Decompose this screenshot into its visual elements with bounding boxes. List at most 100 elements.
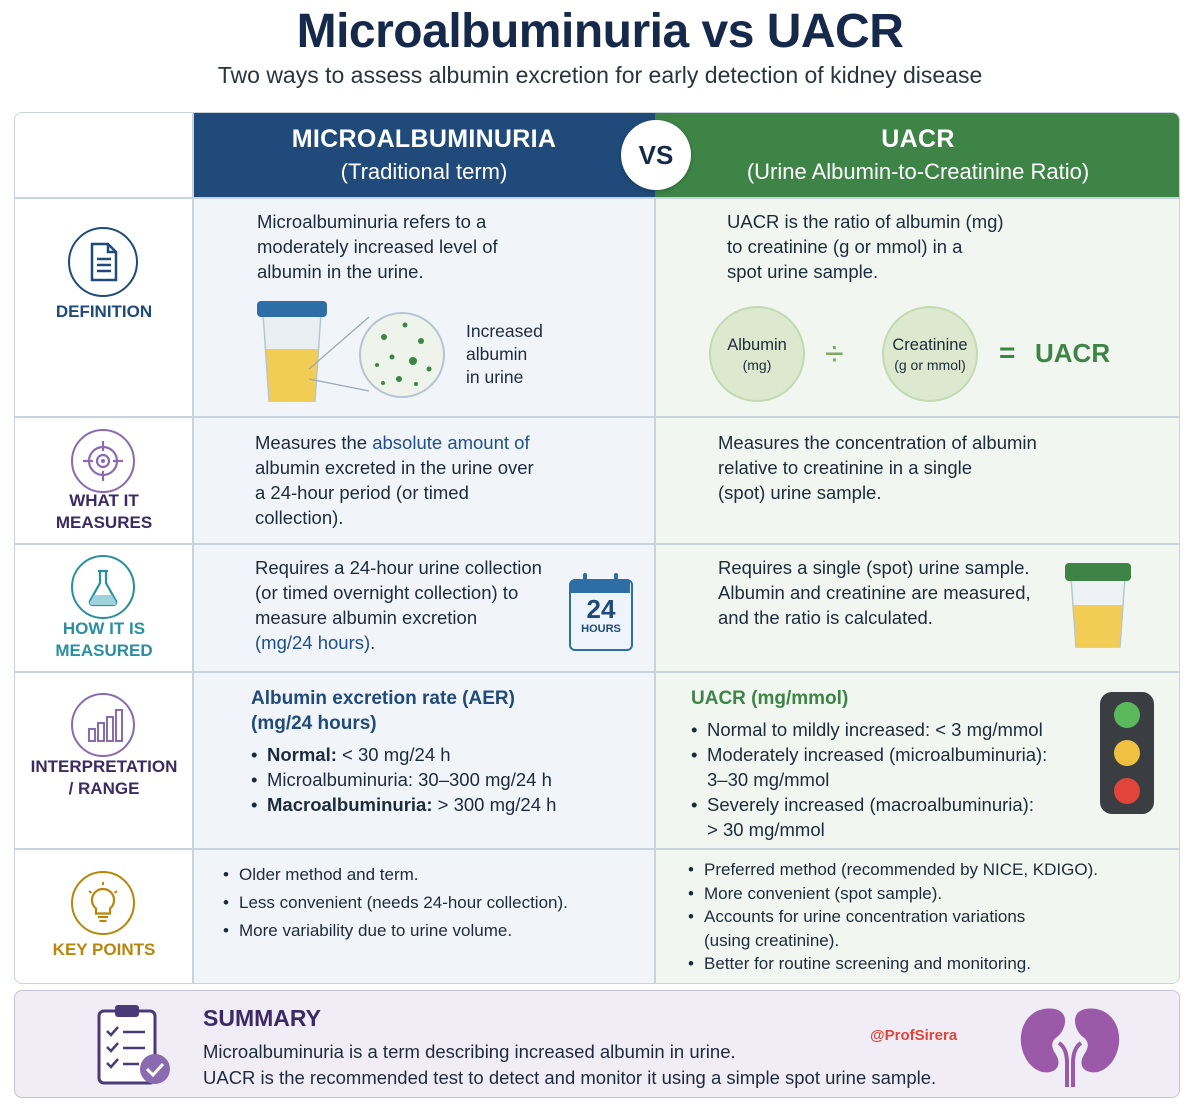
target-icon [71,429,135,493]
aer-heading-unit: (mg/24 hours) [251,713,377,734]
definition-line: albumin in the urine. [257,261,424,282]
row-divider [15,416,1179,418]
list-item-text: (using creatinine). [704,930,840,950]
traffic-light-icon [1100,692,1154,814]
uacr-range-heading: UACR (mg/mmol) [691,688,849,709]
list-item: Older method and term. [223,861,568,889]
list-item: Accounts for urine concentration variati… [688,905,1098,952]
row-label-what-it-measures: WHAT IT MEASURES [15,490,193,534]
summary-line: UACR is the recommended test to detect a… [203,1067,937,1088]
spot-urine-cup-icon [1065,563,1131,648]
urine-cup-magnifier-illustration [257,301,445,402]
bar-chart-icon [71,693,135,757]
definition-line: UACR is the ratio of albumin (mg) [727,211,1004,232]
list-item-text: 3–30 mg/mmol [707,769,830,790]
creatinine-unit: (g or mmol) [894,357,966,373]
how-line: Requires a single (spot) urine sample. [718,557,1030,578]
uacr-header-subtitle: (Urine Albumin-to-Creatinine Ratio) [746,159,1090,184]
divide-icon: ÷ [825,335,844,373]
how-line: and the ratio is calculated. [718,607,933,628]
label-column-divider [192,113,194,983]
comparison-table: MICROALBUMINURIA (Traditional term) UACR… [14,112,1180,984]
aer-range-list: Normal: < 30 mg/24 h Microalbuminuria: 3… [251,742,556,817]
list-item-text: Severely increased (macroalbuminuria): [707,794,1034,815]
creatinine-label: Creatinine [892,336,968,354]
how-line: (mg/24 hours). [255,630,542,655]
how-suffix: . [370,632,376,653]
row-label-line: MEASURED [55,641,153,660]
caption-line: albumin [466,344,528,364]
microalbuminuria-definition: Microalbuminuria refers to a moderately … [257,209,498,284]
calendar-text: HOURS [581,623,621,635]
caption-line: Increased [466,321,543,341]
summary-line: Microalbuminuria is a term describing in… [203,1041,736,1062]
increased-albumin-caption: Increased albumin in urine [466,320,543,389]
list-item: More convenient (spot sample). [688,882,1098,906]
list-item: Preferred method (recommended by NICE, K… [688,858,1098,882]
row-label-line: WHAT IT [69,491,139,510]
row-divider [15,197,1179,199]
list-item: Macroalbuminuria: > 300 mg/24 h [251,792,556,817]
uacr-key-points: Preferred method (recommended by NICE, K… [688,858,1098,976]
measures-line: Measures the absolute amount of [255,430,534,455]
caption-line: in urine [466,367,524,387]
creatinine-circle: Creatinine (g or mmol) [882,306,978,402]
microalbuminuria-header-title: MICROALBUMINURIA [291,125,557,153]
list-item: More variability due to urine volume. [223,917,568,945]
microalbuminuria-header-subtitle: (Traditional term) [340,159,508,184]
page-subtitle: Two ways to assess albumin excretion for… [217,62,983,88]
list-item: Less convenient (needs 24-hour collectio… [223,889,568,917]
checklist-icon [97,1005,170,1085]
flask-icon [71,555,135,619]
measures-highlight: absolute amount of [372,432,530,453]
range-label: Macroalbuminuria: [267,794,433,815]
list-item: Severely increased (macroalbuminuria):> … [691,792,1047,842]
uacr-result-label: UACR [1035,338,1111,368]
aer-heading: Albumin excretion rate (AER) [251,688,515,709]
microalbuminuria-how-measured: Requires a 24-hour urine collection (or … [255,555,542,655]
row-label-key-points: KEY POINTS [52,940,156,959]
uacr-definition: UACR is the ratio of albumin (mg) to cre… [727,209,1004,284]
lightbulb-icon [71,871,135,935]
microalbuminuria-key-points: Older method and term. Less convenient (… [223,861,568,945]
microalbuminuria-header: MICROALBUMINURIA (Traditional term) [193,113,655,197]
list-item: Normal: < 30 mg/24 h [251,742,556,767]
calendar-number: 24 [586,594,616,624]
measures-line: relative to creatinine in a single [718,457,973,478]
uacr-header: UACR (Urine Albumin-to-Creatinine Ratio) [655,113,1179,197]
range-label: Normal: [267,744,337,765]
measures-line: (spot) urine sample. [718,482,882,503]
uacr-header-title: UACR [881,125,955,153]
row-divider [15,671,1179,673]
summary-panel: SUMMARY Microalbuminuria is a term descr… [14,990,1180,1098]
list-item-text: Accounts for urine concentration variati… [704,907,1026,926]
calendar-header-bar [571,581,630,593]
calendar-ring [583,573,587,585]
list-item: Microalbuminuria: 30–300 mg/24 h [251,767,556,792]
uacr-how-measured: Requires a single (spot) urine sample. A… [718,555,1031,630]
center-column-divider [654,197,656,983]
how-line: (or timed overnight collection) to [255,582,519,603]
row-label-line: HOW IT IS [62,619,146,638]
microalbuminuria-key-list: Older method and term. Less convenient (… [223,861,568,945]
uacr-interpretation: UACR (mg/mmol) Normal to mildly increase… [691,686,1047,842]
measures-line: Measures the concentration of albumin [718,432,1037,453]
uacr-key-list: Preferred method (recommended by NICE, K… [688,858,1098,976]
list-item: Moderately increased (microalbuminuria):… [691,742,1047,792]
measures-line: albumin excreted in the urine over [255,457,534,478]
list-item-text: Moderately increased (microalbuminuria): [707,744,1048,765]
definition-line: moderately increased level of [257,236,498,257]
how-line: measure albumin excretion [255,607,478,628]
definition-line: spot urine sample. [727,261,879,282]
uacr-range-list: Normal to mildly increased: < 3 mg/mmol … [691,717,1047,842]
row-label-line: INTERPRETATION [30,757,178,776]
row-label-line: / RANGE [68,779,140,798]
calendar-icon: 24 HOURS [569,573,633,651]
row-divider [15,848,1179,850]
list-item: Normal to mildly increased: < 3 mg/mmol [691,717,1047,742]
measures-line: collection). [255,507,344,528]
summary-title: SUMMARY [203,1005,321,1031]
range-value: > 300 mg/24 h [432,794,557,815]
range-value: < 30 mg/24 h [336,744,451,765]
range-value: Microalbuminuria: 30–300 mg/24 h [267,769,552,790]
